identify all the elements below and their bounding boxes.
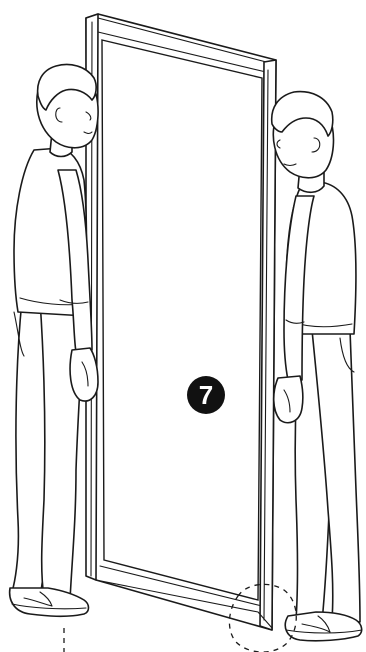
right-person [272, 92, 362, 641]
step-badge: 7 [187, 376, 225, 414]
door-panel [86, 14, 276, 630]
step-number: 7 [199, 380, 213, 410]
left-person [10, 65, 98, 617]
